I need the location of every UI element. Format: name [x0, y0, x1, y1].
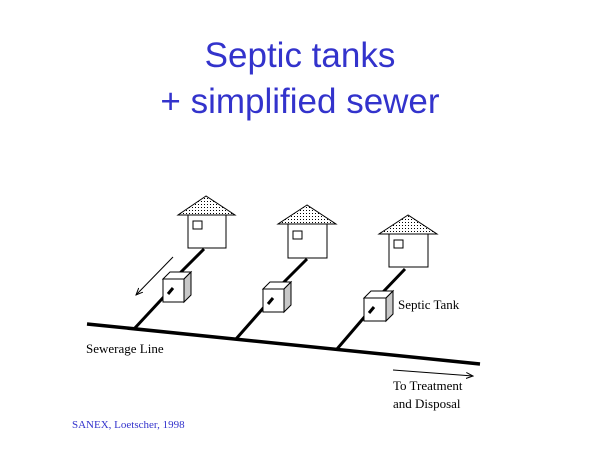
pipe-house3-tank [381, 267, 407, 294]
house-body [187, 214, 227, 249]
roof [276, 204, 338, 225]
house-1 [176, 195, 237, 249]
septic-tank-3 [362, 289, 395, 323]
roof [377, 214, 439, 235]
outflow-arrow-icon [392, 369, 473, 376]
house-2 [276, 204, 338, 259]
window [393, 239, 404, 249]
roof [176, 195, 237, 216]
to-treatment-label-1: To Treatment [393, 378, 463, 393]
house-3 [377, 214, 439, 268]
house-body [388, 233, 429, 268]
sewerage-line-label: Sewerage Line [86, 341, 164, 356]
septic-tank-1 [161, 270, 193, 304]
flow-arrow-icon [136, 256, 174, 295]
septic-tank-label: Septic Tank [398, 297, 460, 312]
house-body [287, 223, 328, 259]
window [192, 220, 203, 230]
to-treatment-label-2: and Disposal [393, 396, 461, 411]
pipe-house1-tank [178, 247, 206, 275]
sewerage-main-line [86, 322, 481, 366]
citation: SANEX, Loetscher, 1998 [72, 419, 185, 431]
title-line-2: + simplified sewer [160, 82, 440, 121]
window [292, 230, 303, 240]
septic-tank-2 [261, 280, 293, 314]
title-line-1: Septic tanks [204, 36, 396, 75]
pipe-house2-tank [281, 257, 309, 285]
